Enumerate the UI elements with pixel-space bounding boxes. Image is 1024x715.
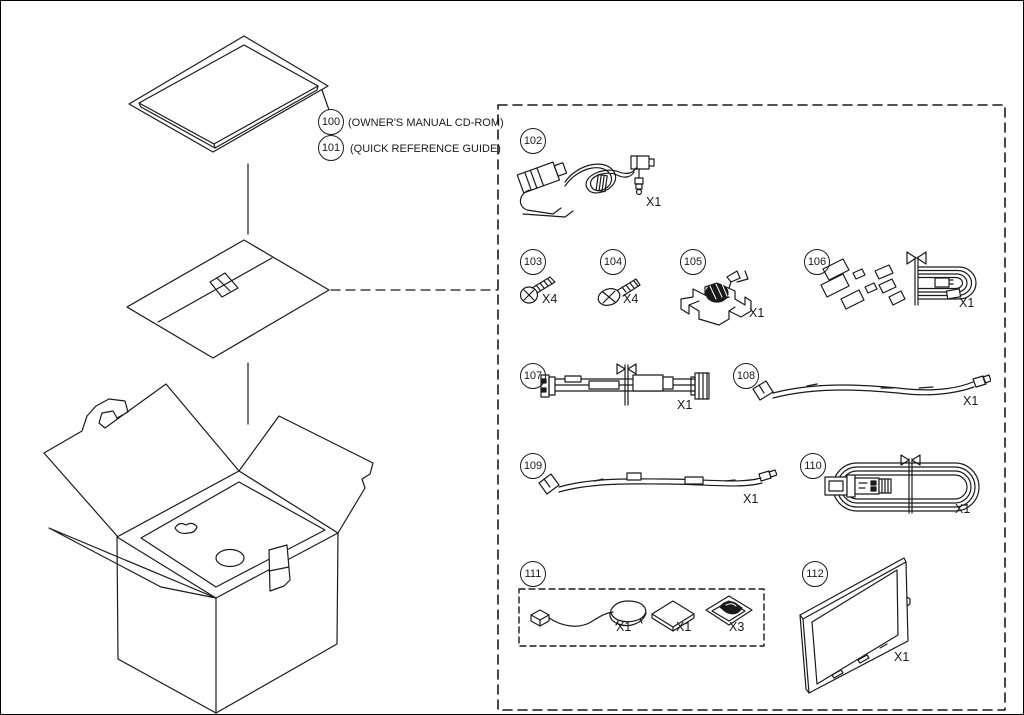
part-106-qty: X1 <box>959 296 975 310</box>
part-103-badge: 103 <box>520 249 546 275</box>
part-111-badge: 111 <box>520 561 546 587</box>
extension-cable-2-illustration <box>538 469 777 495</box>
callout-101-number: 101 <box>321 141 341 154</box>
callout-100-label: (OWNER'S MANUAL CD-ROM) <box>348 117 504 129</box>
part-105-badge: 105 <box>680 249 706 275</box>
part-108-badge: 108 <box>733 363 759 389</box>
gps-antenna-illustration <box>530 600 647 627</box>
part-112-qty: X1 <box>894 650 910 664</box>
part-107-badge: 107 <box>520 363 546 389</box>
part-105-number: 105 <box>683 255 703 268</box>
carton-box-drawing <box>43 383 374 714</box>
part-111-antenna-qty: X1 <box>616 620 632 634</box>
part-109-badge: 109 <box>520 453 546 479</box>
part-105-qty: X1 <box>749 306 765 320</box>
part-104-number: 104 <box>603 255 623 268</box>
cable-assembly-illustration <box>540 363 710 406</box>
callout-101-badge: 101 <box>318 135 344 161</box>
part-107-number: 107 <box>523 369 543 382</box>
callout-101-label: (QUICK REFERENCE GUIDE) <box>350 143 501 155</box>
part-104-badge: 104 <box>600 249 626 275</box>
packing-sheet-drawing <box>126 239 330 359</box>
trim-bezel-illustration <box>799 557 911 694</box>
microphone-illustration <box>516 155 655 218</box>
part-110-number: 110 <box>804 459 822 472</box>
part-112-number: 112 <box>806 567 824 580</box>
callout-100-number: 100 <box>321 115 341 128</box>
part-109-number: 109 <box>523 459 543 472</box>
part-111-number: 111 <box>524 567 542 580</box>
mounting-plate-illustration <box>651 600 695 632</box>
part-102-number: 102 <box>523 134 543 147</box>
part-109-qty: X1 <box>743 492 759 506</box>
pan-head-screw-illustration <box>519 276 556 304</box>
cable-clamp-illustration <box>705 595 753 626</box>
part-112-badge: 112 <box>802 561 828 587</box>
part-108-number: 108 <box>736 369 756 382</box>
part-111-plate-qty: X1 <box>676 620 692 634</box>
usb-cable-illustration <box>824 454 980 514</box>
mounting-clamp-illustration <box>680 270 752 326</box>
part-103-qty: X4 <box>542 292 558 306</box>
part-103-number: 103 <box>523 255 543 268</box>
part-106-badge: 106 <box>804 249 830 275</box>
part-111-clamp-qty: X3 <box>729 620 745 634</box>
accessories-panel-border <box>497 104 1006 711</box>
part-110-qty: X1 <box>955 502 971 516</box>
manual-sleeve-drawing <box>128 35 329 153</box>
part-107-qty: X1 <box>677 398 693 412</box>
wiring-harness-illustration <box>820 251 977 310</box>
part-108-qty: X1 <box>963 394 979 408</box>
callout-100-badge: 100 <box>318 109 344 135</box>
part-104-qty: X4 <box>623 292 639 306</box>
part-102-qty: X1 <box>646 195 662 209</box>
callout-leader-line <box>321 89 330 111</box>
part-110-badge: 110 <box>800 453 826 479</box>
part-102-badge: 102 <box>520 128 546 154</box>
part-106-number: 106 <box>807 255 827 268</box>
countersunk-screw-illustration <box>597 278 641 306</box>
gps-kit-subbox-border <box>518 588 765 647</box>
extension-cable-illustration <box>752 374 991 401</box>
